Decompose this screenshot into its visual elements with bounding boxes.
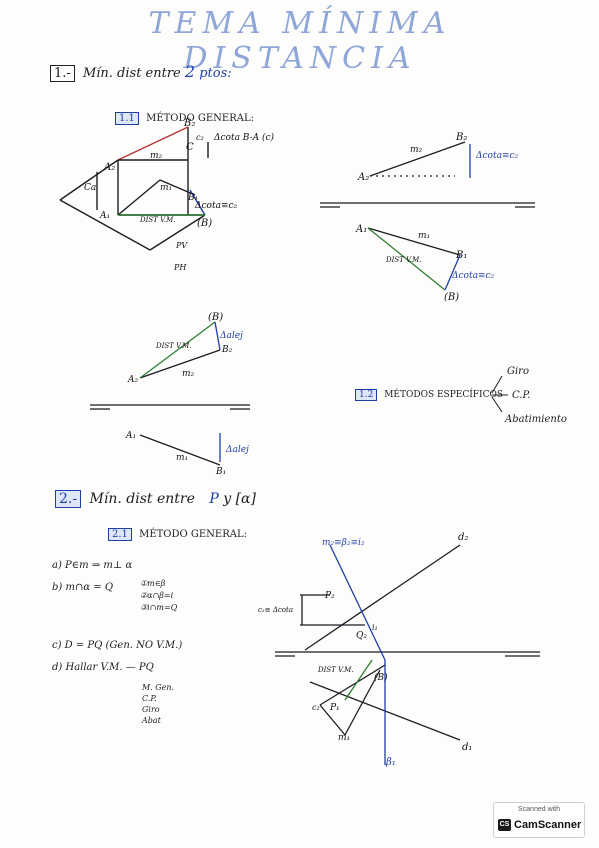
section-1-count: 2 <box>184 62 196 81</box>
method-abatimiento: Abatimiento <box>505 414 567 425</box>
section-1-1-heading: 1.1 MÉTODO GENERAL: <box>115 112 254 125</box>
label-dist-right: DIST V.M. <box>385 256 422 264</box>
label-b-abat: (B) <box>197 218 212 229</box>
label-c2: c₂ <box>196 133 204 142</box>
label-dcota-c2: Δcota≡c₂ <box>194 201 238 211</box>
section-2-number: 2.- <box>55 490 82 508</box>
label-pv: PV <box>175 241 188 250</box>
label-c: C <box>186 142 194 153</box>
section-1-2-number: 1.2 <box>355 389 378 401</box>
section-1-1-number: 1.1 <box>115 112 139 125</box>
label-a1-right: A₁ <box>355 224 367 235</box>
step-d-sub-2: C.P. <box>142 694 157 703</box>
label-beta1: β₁ <box>385 757 396 768</box>
label-a2-right: A₂ <box>357 172 369 183</box>
section-1-1-text: MÉTODO GENERAL: <box>146 113 254 124</box>
label-dist-mid: DIST V.M. <box>155 342 192 350</box>
section-2-1-text: MÉTODO GENERAL: <box>139 529 247 540</box>
label-b2: B₂ <box>183 118 195 129</box>
step-d: d) Hallar V.M. — PQ <box>52 662 154 673</box>
label-a2-mid: A₂ <box>127 375 138 385</box>
label-m1-right: m₁ <box>418 231 430 241</box>
label-dist-vm: DIST V.M. <box>139 216 176 224</box>
label-b-abat-right: (B) <box>444 292 459 303</box>
section-2-point: P <box>209 491 219 507</box>
section-1-number: 1.- <box>50 65 75 82</box>
step-c: c) D = PQ (Gen. NO V.M.) <box>52 640 183 651</box>
step-d-sub-4: Abat <box>142 716 161 725</box>
section-1-2-heading: 1.2 MÉTODOS ESPECÍFICOS <box>355 389 503 401</box>
label-m2-right: m₂ <box>410 145 423 155</box>
method-cp: C.P. <box>512 390 531 401</box>
label-ca: Ca <box>84 183 96 193</box>
label-c2-dcota: c₂≡ Δcota <box>258 606 293 614</box>
page-title: TEMA MÍNIMA DISTANCIA <box>148 6 452 76</box>
label-d2: d₂ <box>458 532 468 543</box>
label-m2-beta2-i2: m₂≡β₂≡i₂ <box>322 538 365 548</box>
label-dalej-mid: Δalej <box>219 331 243 341</box>
label-c2-bottom: c₂ <box>312 703 320 712</box>
section-2-text: Mín. dist entre <box>89 491 195 507</box>
label-dcota-right: Δcota≡c₂ <box>475 151 519 161</box>
label-b2-mid: B₂ <box>221 345 233 355</box>
label-b2-right: B₂ <box>455 132 467 143</box>
section-2-plane: [α] <box>235 491 256 507</box>
label-q2: Q₂ <box>356 631 367 641</box>
label-b-abat-mid: (B) <box>208 312 223 323</box>
step-b-sub-3: ③i∩m=Q <box>140 603 178 612</box>
label-b1-mid: B₁ <box>215 467 226 477</box>
label-d1: d₁ <box>462 742 472 753</box>
method-giro: Giro <box>507 366 529 377</box>
step-b-substeps: ①m∈β ②α∩β=i ③i∩m=Q <box>140 578 177 614</box>
label-m1-bottom: m₁ <box>338 733 350 743</box>
camscanner-logo-icon: CS <box>498 819 511 832</box>
step-b-sub-1: ①m∈β <box>140 579 166 588</box>
scanner-line-1: Scanned with <box>517 806 561 813</box>
diagram-alejamiento <box>90 321 250 466</box>
label-delta-cota: Δcota B-A (c) <box>213 132 275 143</box>
scanner-brand: CamScanner <box>514 819 582 831</box>
diagram-dihedral-right <box>320 141 535 291</box>
step-b: b) m∩α = Q <box>52 582 114 593</box>
diagram-point-plane <box>275 544 540 765</box>
label-b1-right: B₁ <box>455 250 467 261</box>
label-a1-mid: A₁ <box>125 431 136 441</box>
section-1-tail: ptos: <box>199 66 232 81</box>
label-m2-mid: m₂ <box>182 369 195 379</box>
label-dalej-mid-2: Δalej <box>225 445 249 455</box>
section-2-1-number: 2.1 <box>108 528 132 541</box>
label-dist-vm-2: DIST V.M. <box>317 666 354 674</box>
step-d-substeps: M. Gen. C.P. Giro Abat <box>142 682 174 726</box>
diagram-general-method <box>59 126 209 251</box>
label-b1: B₁ <box>187 193 198 203</box>
section-2-1-heading: 2.1 MÉTODO GENERAL: <box>108 528 247 541</box>
label-m1: m₁ <box>160 183 172 193</box>
methods-arrows <box>491 375 508 413</box>
step-a: a) P∈m ⇒ m⊥ α <box>52 560 133 571</box>
label-ph: PH <box>173 263 187 272</box>
step-d-sub-3: Giro <box>142 705 160 714</box>
section-2-heading: 2.- Mín. dist entre P y [α] <box>55 490 256 508</box>
label-p1: P₁ <box>329 703 340 713</box>
step-b-sub-2: ②α∩β=i <box>140 591 174 600</box>
label-a1: A₁ <box>99 211 110 221</box>
section-1-heading: 1.- Mín. dist entre 2 ptos: <box>50 62 232 82</box>
label-a2: A₂ <box>103 162 115 173</box>
step-d-sub-1: M. Gen. <box>142 683 175 692</box>
label-q1: (B) <box>374 672 388 683</box>
label-dcota-right-2: Δcota≡c₂ <box>451 271 495 281</box>
section-1-text: Mín. dist entre <box>82 66 181 81</box>
section-2-and: y <box>223 491 232 507</box>
label-p2: P₂ <box>324 591 335 601</box>
label-i1: i₁ <box>372 623 378 632</box>
label-m2: m₂ <box>150 151 163 161</box>
section-1-2-text: MÉTODOS ESPECÍFICOS <box>384 390 504 400</box>
label-m1-mid: m₁ <box>176 453 188 463</box>
